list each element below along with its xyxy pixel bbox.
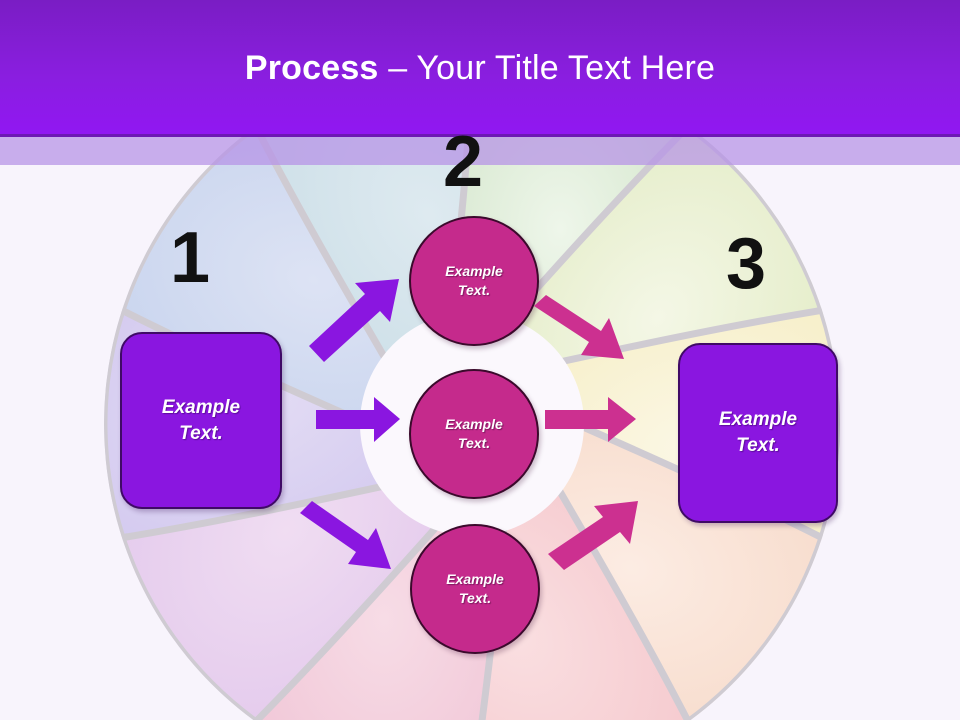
process-circle-middle-line1: Example bbox=[445, 416, 503, 432]
process-circle-bottom-text: Example Text. bbox=[446, 570, 504, 608]
process-box-right-line2: Text. bbox=[736, 435, 780, 456]
process-circle-bottom-line2: Text. bbox=[458, 590, 492, 606]
page-title-strong: Process bbox=[244, 49, 379, 87]
arrow-top-circle-to-right bbox=[534, 295, 624, 359]
process-circle-middle-text: Example Text. bbox=[445, 415, 503, 453]
arrow-left-to-mid-circle bbox=[316, 397, 400, 442]
process-circle-top[interactable]: Example Text. bbox=[409, 216, 539, 346]
arrow-left-to-bottom-circle bbox=[300, 501, 391, 569]
header-divider bbox=[0, 134, 960, 137]
page-title-dash: – bbox=[378, 49, 417, 87]
arrow-bottom-circle-to-right bbox=[548, 501, 638, 570]
process-box-right-text: Example Text. bbox=[719, 407, 797, 459]
step-number-1: 1 bbox=[170, 218, 211, 298]
process-circle-top-text: Example Text. bbox=[445, 262, 503, 300]
process-circle-top-line1: Example bbox=[445, 263, 503, 279]
process-circle-bottom[interactable]: Example Text. bbox=[410, 524, 540, 654]
process-box-left-line2: Text. bbox=[179, 422, 223, 444]
step-number-2: 2 bbox=[443, 122, 484, 202]
process-circle-top-line2: Text. bbox=[457, 282, 491, 298]
process-circle-middle-line2: Text. bbox=[457, 435, 491, 451]
arrow-mid-circle-to-right bbox=[545, 397, 636, 442]
step-number-3: 3 bbox=[726, 224, 767, 304]
process-circle-middle[interactable]: Example Text. bbox=[409, 369, 539, 499]
process-box-left[interactable]: Example Text. bbox=[120, 332, 282, 509]
header-subband bbox=[0, 137, 960, 165]
process-box-right-line1: Example bbox=[718, 409, 798, 430]
process-box-right[interactable]: Example Text. bbox=[678, 343, 838, 523]
page-title: Process – Your Title Text Here bbox=[0, 47, 960, 89]
arrow-left-to-top-circle bbox=[309, 279, 399, 362]
header-band bbox=[0, 0, 960, 134]
process-box-left-line1: Example bbox=[161, 396, 241, 418]
process-circle-bottom-line1: Example bbox=[446, 571, 504, 587]
process-box-left-text: Example Text. bbox=[162, 395, 240, 447]
page-title-light: Your Title Text Here bbox=[416, 49, 716, 87]
